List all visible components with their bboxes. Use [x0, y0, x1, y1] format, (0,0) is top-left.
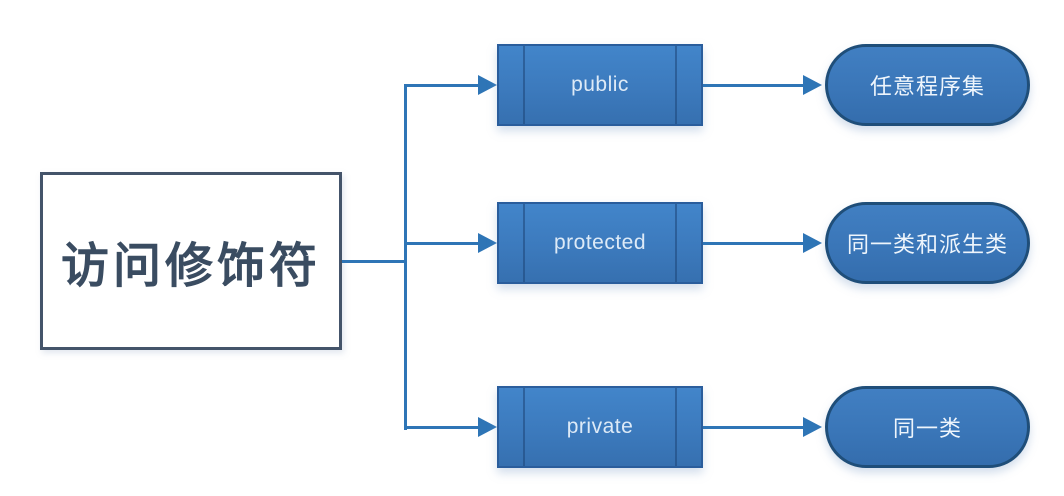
connector-line	[404, 242, 480, 245]
connector-root-stub	[342, 260, 405, 263]
process-side-strip	[675, 388, 677, 466]
connector-line	[703, 242, 804, 245]
process-side-strip	[523, 388, 525, 466]
root-node-access-modifiers: 访问修饰符	[40, 172, 342, 350]
node-label: protected	[553, 231, 647, 254]
connector-trunk-vertical	[404, 84, 407, 430]
arrowhead-icon	[803, 233, 822, 253]
node-label: public	[571, 73, 629, 96]
connector-line	[404, 426, 480, 429]
connector-line	[703, 426, 804, 429]
root-label: 访问修饰符	[60, 240, 321, 293]
node-protected: protected	[497, 202, 703, 284]
node-public: public	[497, 44, 703, 126]
arrowhead-icon	[478, 417, 497, 437]
node-label: 同一类和派生类	[846, 232, 1008, 257]
process-side-strip	[675, 204, 677, 282]
arrowhead-icon	[803, 75, 822, 95]
process-side-strip	[523, 204, 525, 282]
connector-line	[703, 84, 804, 87]
node-scope-same-class: 同一类	[825, 386, 1030, 468]
node-scope-any-assembly: 任意程序集	[825, 44, 1030, 126]
node-label: 任意程序集	[869, 74, 985, 99]
connector-line	[404, 84, 480, 87]
arrowhead-icon	[803, 417, 822, 437]
node-private: private	[497, 386, 703, 468]
node-label: private	[566, 415, 634, 438]
process-side-strip	[675, 46, 677, 124]
node-scope-same-and-derived-class: 同一类和派生类	[825, 202, 1030, 284]
arrowhead-icon	[478, 233, 497, 253]
process-side-strip	[523, 46, 525, 124]
arrowhead-icon	[478, 75, 497, 95]
node-label: 同一类	[892, 416, 962, 441]
